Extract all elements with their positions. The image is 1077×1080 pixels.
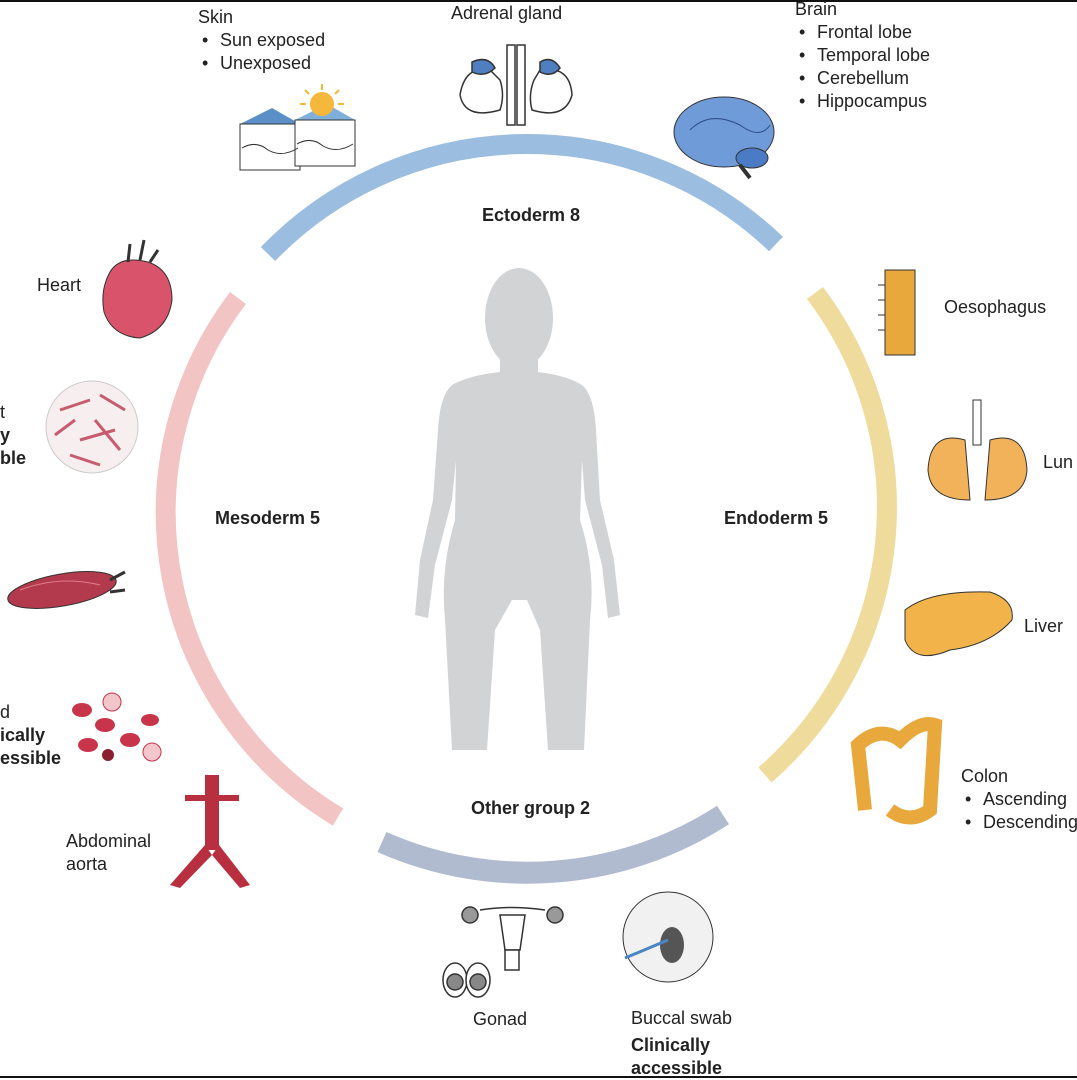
lungs-icon <box>927 399 1028 501</box>
brain-item: Hippocampus <box>795 90 930 113</box>
human-body-silhouette <box>415 268 620 750</box>
colon-title: Colon <box>961 766 1009 786</box>
muscle-icon <box>7 570 126 609</box>
blood-note: essible <box>0 748 62 768</box>
other-group-label: Other group 2 <box>471 798 591 818</box>
buccal-swab-label: Buccal swab Clinically accessible <box>631 1007 732 1080</box>
mesoderm-arc <box>155 291 344 826</box>
buccal-note: Clinically <box>631 1035 711 1055</box>
fibroblast-note: ble <box>0 448 27 468</box>
top-border <box>0 0 1077 2</box>
fibroblast-title: t <box>0 402 6 422</box>
gonad-label: Gonad <box>473 1009 528 1029</box>
skin-label: Skin Sun exposed Unexposed <box>198 6 325 75</box>
blood-cells-icon <box>72 692 162 762</box>
heart-icon <box>102 239 173 339</box>
brain-item: Cerebellum <box>795 67 930 90</box>
buccal-title: Buccal swab <box>631 1008 733 1028</box>
oesophagus-icon <box>878 269 916 356</box>
other-group-arc <box>377 805 729 884</box>
adrenal-gland-label: Adrenal gland <box>451 3 563 23</box>
colon-label: Colon Ascending Descending <box>961 765 1077 834</box>
brain-item: Temporal lobe <box>795 44 930 67</box>
gonad-icon <box>442 906 564 998</box>
abdominal-aorta-icon <box>170 775 250 888</box>
brain-icon <box>673 96 775 180</box>
lung-label: Lun <box>1043 452 1074 472</box>
liver-label: Liver <box>1024 616 1064 636</box>
buccal-note: accessible <box>631 1058 723 1078</box>
heart-label: Heart <box>37 275 82 295</box>
mesoderm-label: Mesoderm 5 <box>215 508 321 528</box>
blood-note: ically <box>0 725 46 745</box>
colon-item: Descending <box>961 811 1077 834</box>
buccal-swab-icon <box>622 891 714 983</box>
fibroblast-label: t y ble <box>0 401 26 470</box>
liver-icon <box>904 591 1013 657</box>
ectoderm-arc <box>260 134 783 261</box>
endoderm-label: Endoderm 5 <box>724 508 829 528</box>
bottom-border <box>0 1076 1077 1078</box>
abdominal-aorta-label: Abdominal aorta <box>66 830 151 876</box>
skin-icon <box>239 84 356 171</box>
aorta-line: Abdominal <box>66 831 152 851</box>
adrenal-gland-icon <box>459 44 573 126</box>
brain-item: Frontal lobe <box>795 21 930 44</box>
fibroblast-icon <box>45 380 139 474</box>
endoderm-arc <box>758 286 897 783</box>
colon-item: Ascending <box>961 788 1077 811</box>
skin-title: Skin <box>198 7 234 27</box>
brain-label: Brain Frontal lobe Temporal lobe Cerebel… <box>795 0 930 113</box>
aorta-line: aorta <box>66 854 108 874</box>
skin-item: Unexposed <box>198 52 325 75</box>
blood-label: d ically essible <box>0 701 61 770</box>
colon-icon <box>850 717 943 825</box>
brain-title: Brain <box>795 0 838 19</box>
oesophagus-label: Oesophagus <box>944 297 1047 317</box>
ectoderm-label: Ectoderm 8 <box>482 205 581 225</box>
skin-item: Sun exposed <box>198 29 325 52</box>
blood-title: d <box>0 702 11 722</box>
fibroblast-note: y <box>0 425 11 445</box>
